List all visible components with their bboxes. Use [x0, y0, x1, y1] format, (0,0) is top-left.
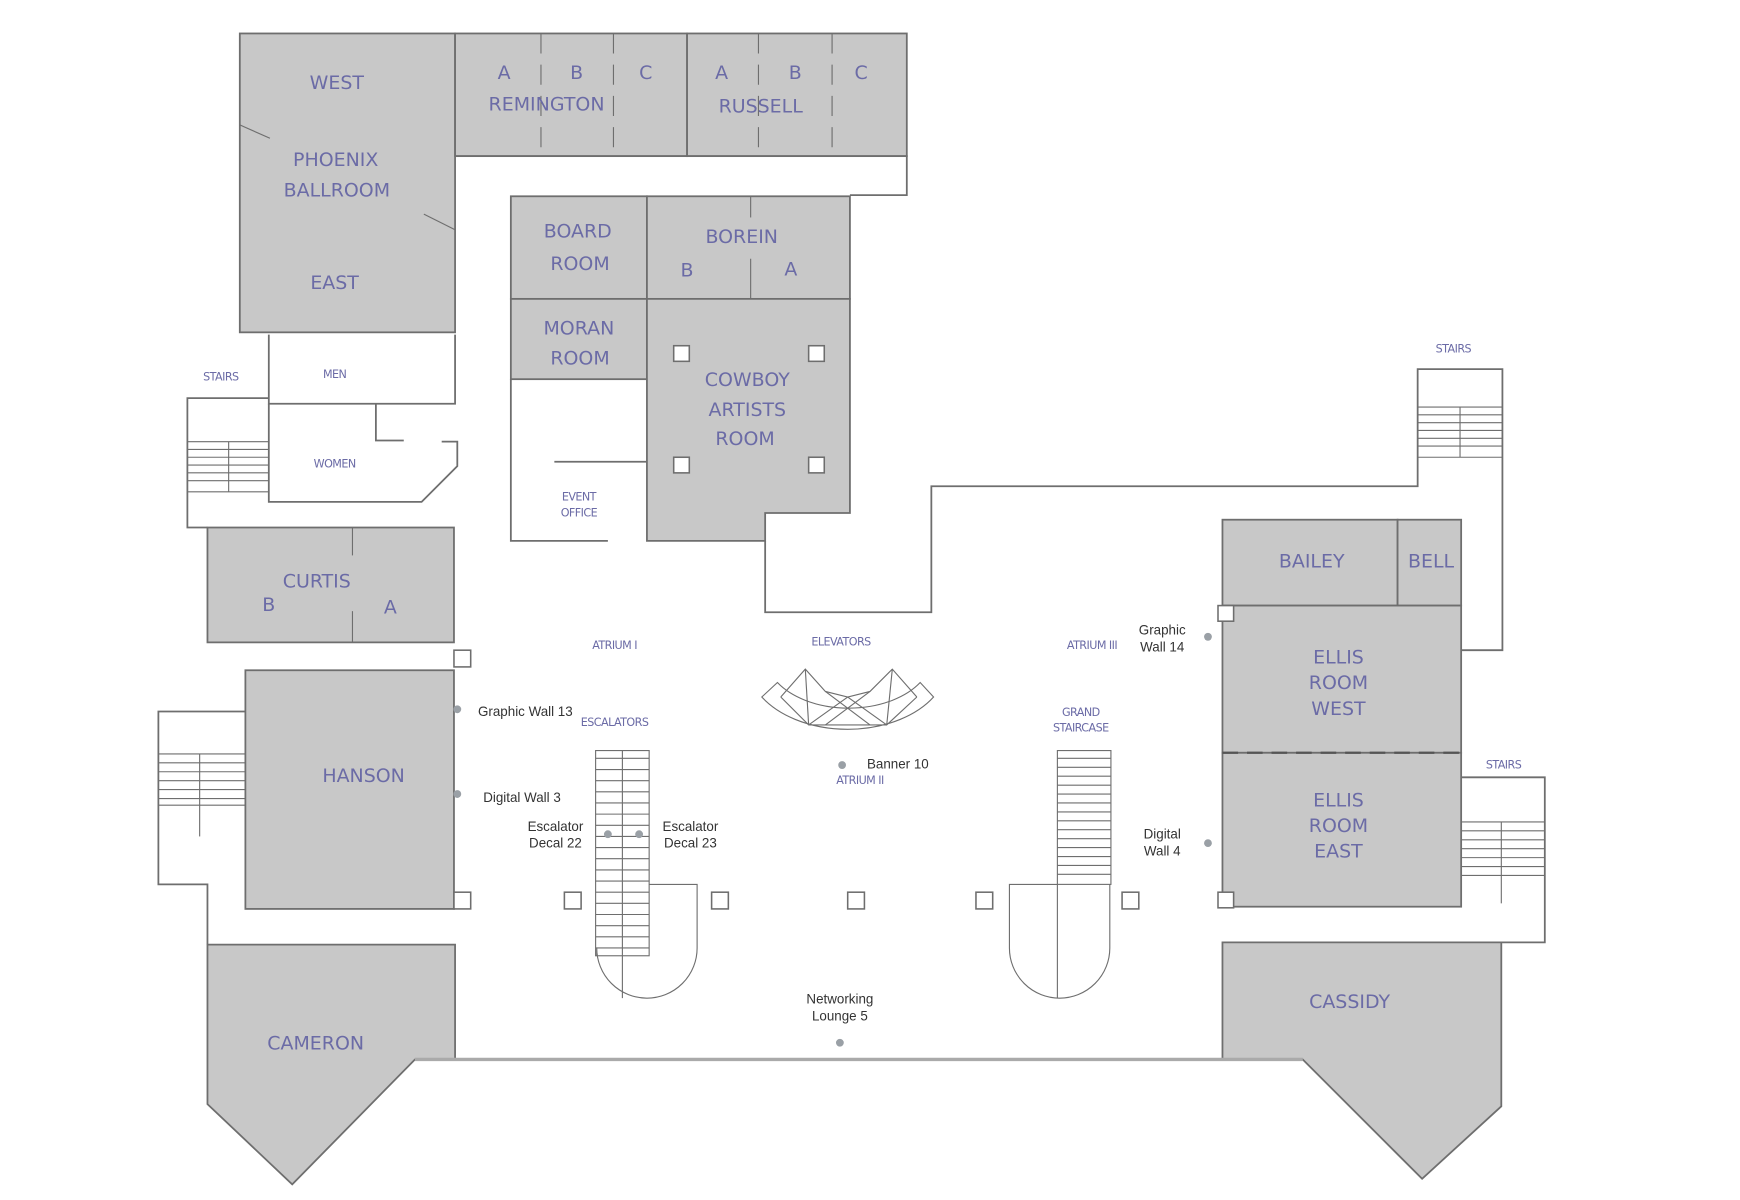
elevators-icon [761, 668, 935, 730]
marker-digital-wall-4-l1[interactable]: Digital [1144, 827, 1181, 842]
label-atrium-1: ATRIUM I [592, 639, 637, 652]
label-remington-c: C [639, 62, 652, 84]
room-russell[interactable] [686, 32, 908, 158]
event-office[interactable] [509, 379, 608, 542]
marker-escalator-decal-23-l2[interactable]: Decal 23 [664, 836, 717, 851]
label-staircase: STAIRCASE [1053, 722, 1109, 735]
marker-escalator-decal-23-l1[interactable]: Escalator [663, 819, 719, 834]
label-moran-room: ROOM [550, 348, 609, 370]
label-borein-a: A [784, 258, 797, 280]
room-curtis[interactable] [206, 526, 455, 644]
label-east: EAST [310, 272, 359, 294]
room-bailey[interactable] [1221, 518, 1399, 607]
label-stairs-ne: STAIRS [1436, 342, 1472, 355]
label-russell-a: A [715, 62, 728, 84]
label-remington-a: A [498, 62, 511, 84]
label-moran: MORAN [543, 318, 614, 340]
room-hanson[interactable] [244, 669, 455, 910]
label-event: EVENT [562, 491, 597, 504]
label-russell-b: B [789, 62, 802, 84]
label-phoenix: PHOENIX [293, 149, 378, 171]
label-ellis-e2: ROOM [1309, 815, 1368, 837]
marker-graphic-wall-14-l2[interactable]: Wall 14 [1140, 639, 1185, 654]
stairs-northwest [187, 441, 269, 493]
label-cowboy: COWBOY [705, 369, 790, 391]
label-cowboy-room: ROOM [715, 428, 774, 450]
label-borein: BOREIN [705, 226, 778, 248]
label-elevators: ELEVATORS [811, 636, 871, 649]
label-men: MEN [323, 368, 347, 381]
stairs-northeast [1417, 406, 1503, 458]
marker-dots [453, 632, 1212, 1047]
room-borein[interactable] [646, 195, 851, 300]
marker-escalator-decal-22-l2[interactable]: Decal 22 [529, 836, 582, 851]
label-ellis-east: EAST [1314, 841, 1363, 863]
label-cassidy: CASSIDY [1309, 991, 1390, 1013]
label-russell-c: C [854, 62, 867, 84]
label-ellis-west: WEST [1311, 698, 1366, 720]
room-cameron[interactable] [206, 943, 456, 1186]
label-atrium-2: ATRIUM II [836, 774, 884, 787]
marker-networking-lounge-5-l2[interactable]: Lounge 5 [812, 1008, 868, 1023]
label-ballroom: BALLROOM [284, 179, 390, 201]
room-board-room[interactable] [509, 195, 648, 300]
label-ellis-e1: ELLIS [1313, 789, 1364, 811]
label-stairs-nw: STAIRS [203, 370, 239, 383]
label-ellis-w2: ROOM [1309, 672, 1368, 694]
room-phoenix-ballroom[interactable] [238, 32, 456, 334]
label-board-room: ROOM [550, 253, 609, 275]
stairs-east [1461, 821, 1545, 904]
label-bailey: BAILEY [1279, 551, 1345, 573]
marker-banner-10[interactable]: Banner 10 [867, 756, 929, 771]
label-grand: GRAND [1062, 706, 1100, 719]
marker-graphic-wall-14-l1[interactable]: Graphic [1139, 623, 1186, 638]
stairs-west [158, 753, 246, 837]
label-office: OFFICE [561, 506, 598, 519]
label-curtis: CURTIS [283, 571, 351, 593]
label-cameron: CAMERON [267, 1032, 364, 1054]
room-ellis-east[interactable] [1221, 751, 1463, 908]
room-cowboy-artists[interactable] [646, 297, 851, 542]
label-artists: ARTISTS [709, 399, 787, 421]
marker-networking-lounge-5-l1[interactable]: Networking [806, 992, 873, 1007]
label-borein-b: B [681, 260, 694, 282]
label-board: BOARD [544, 221, 612, 243]
label-curtis-a: A [384, 596, 397, 618]
restroom-women [267, 403, 459, 503]
grand-staircase [1008, 750, 1112, 999]
marker-digital-wall-4-l2[interactable]: Wall 4 [1144, 843, 1181, 858]
room-moran[interactable] [509, 297, 648, 381]
label-atrium-3: ATRIUM III [1067, 639, 1117, 652]
label-remington: REMINGTON [489, 93, 605, 115]
columns [453, 344, 1235, 910]
marker-graphic-wall-13[interactable]: Graphic Wall 13 [478, 704, 573, 719]
room-bell[interactable] [1396, 518, 1463, 607]
room-remington[interactable] [454, 32, 688, 158]
label-russell: RUSSELL [719, 96, 804, 118]
label-west: WEST [310, 72, 365, 94]
label-women: WOMEN [314, 457, 356, 470]
marker-escalator-decal-22-l1[interactable]: Escalator [528, 819, 584, 834]
label-curtis-b: B [262, 594, 275, 616]
room-ellis-west[interactable] [1221, 604, 1463, 754]
marker-digital-wall-3[interactable]: Digital Wall 3 [483, 790, 561, 805]
label-stairs-e: STAIRS [1486, 758, 1522, 771]
label-remington-b: B [570, 62, 583, 84]
label-hanson: HANSON [322, 765, 405, 787]
label-escalators: ESCALATORS [581, 716, 649, 729]
label-ellis-w1: ELLIS [1313, 647, 1364, 669]
label-bell: BELL [1408, 551, 1455, 573]
escalators [595, 750, 698, 999]
